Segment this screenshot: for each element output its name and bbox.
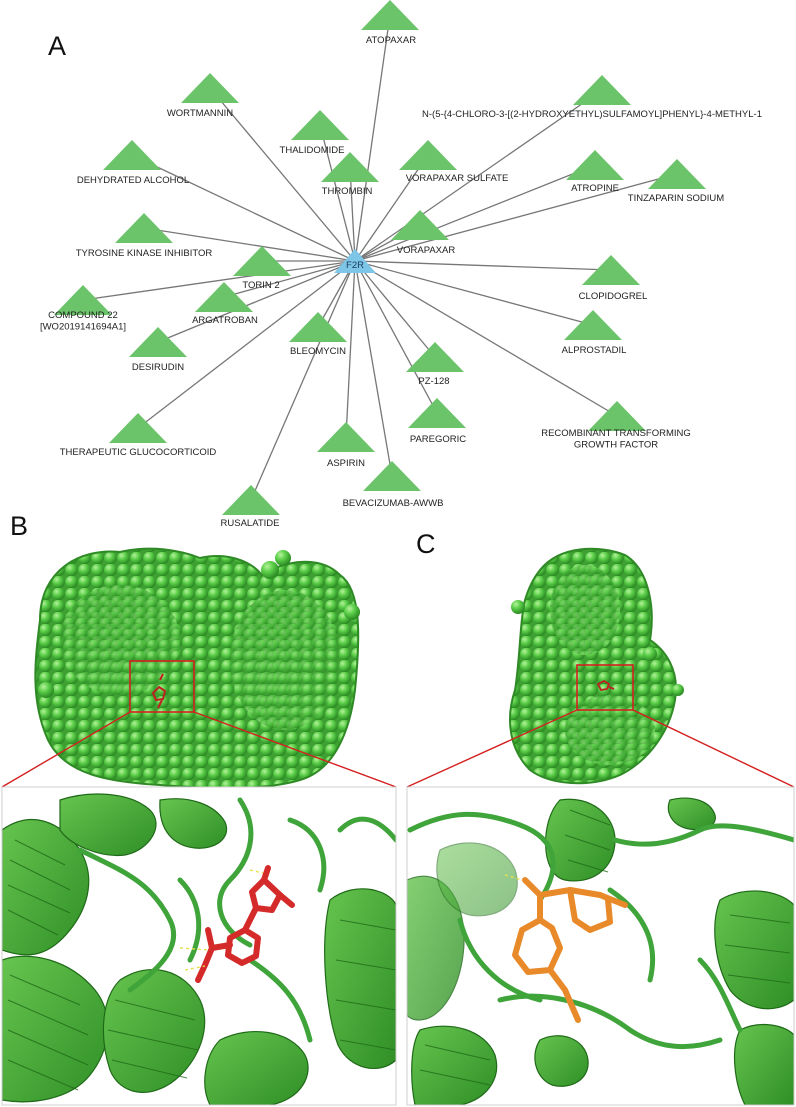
node-label-pz-128: PZ-128 bbox=[418, 376, 449, 387]
node-atopaxar[interactable]: ATOPAXAR bbox=[361, 0, 419, 46]
node-label-bleomycin: BLEOMYCIN bbox=[290, 346, 346, 357]
node-label-clopidogrel: CLOPIDOGREL bbox=[579, 291, 648, 302]
panel-c-protein-surface bbox=[510, 549, 684, 783]
node-label-therapeutic-glucocorticoid: THERAPEUTIC GLUCOCORTICOID bbox=[60, 447, 217, 458]
panel-c-binding-site bbox=[407, 787, 794, 1105]
panel-b-binding-site bbox=[2, 787, 396, 1105]
panel-c-letter: C bbox=[416, 529, 436, 559]
node-label-aspirin: ASPIRIN bbox=[327, 458, 365, 469]
node-triangle-vorapaxar-sulfate bbox=[399, 140, 457, 170]
panel-b-letter: B bbox=[10, 511, 28, 541]
node-label-compound-22: [WO2019141694A1] bbox=[40, 322, 126, 333]
node-compound-22[interactable]: COMPOUND 22[WO2019141694A1] bbox=[40, 285, 126, 333]
edge-f2r-pz-128 bbox=[355, 261, 435, 357]
node-thalidomide[interactable]: THALIDOMIDE bbox=[280, 110, 349, 156]
edge-f2r-paregoric bbox=[355, 261, 437, 413]
node-label-dehydrated-alcohol: DEHYDRATED ALCOHOL bbox=[77, 175, 189, 186]
node-triangle-paregoric bbox=[408, 398, 466, 428]
node-triangle-desirudin bbox=[129, 327, 187, 357]
panel-a-letter: A bbox=[48, 31, 66, 61]
panel-b-protein-surface bbox=[35, 549, 360, 788]
node-dehydrated-alcohol[interactable]: DEHYDRATED ALCOHOL bbox=[77, 140, 189, 186]
node-label-alprostadil: ALPROSTADIL bbox=[562, 345, 627, 356]
node-triangle-rusalatide bbox=[222, 485, 280, 515]
node-pz-128[interactable]: PZ-128 bbox=[406, 342, 464, 387]
node-bleomycin[interactable]: BLEOMYCIN bbox=[289, 312, 347, 357]
node-vorapaxar-sulfate[interactable]: VORAPAXAR SULFATE bbox=[399, 140, 508, 184]
node-torin-2[interactable]: TORIN 2 bbox=[233, 246, 291, 291]
node-vorapaxar[interactable]: VORAPAXAR bbox=[391, 210, 455, 256]
node-label-wortmannin: WORTMANNIN bbox=[167, 108, 233, 119]
node-triangle-wortmannin bbox=[181, 73, 239, 103]
node-label-vorapaxar: VORAPAXAR bbox=[397, 245, 456, 256]
edge-f2r-atopaxar bbox=[355, 15, 390, 261]
node-label-tinzaparin-sodium: TINZAPARIN SODIUM bbox=[628, 193, 724, 204]
node-triangle-bleomycin bbox=[289, 312, 347, 342]
node-triangle-recombinant-tgf bbox=[588, 401, 646, 431]
node-triangle-dehydrated-alcohol bbox=[103, 140, 161, 170]
edge-f2r-clopidogrel bbox=[355, 261, 611, 270]
node-label-paregoric: PAREGORIC bbox=[410, 434, 466, 445]
node-label-recombinant-tgf: RECOMBINANT TRANSFORMING bbox=[541, 428, 691, 439]
node-label-atopaxar: ATOPAXAR bbox=[366, 35, 416, 46]
node-triangle-thalidomide bbox=[291, 110, 349, 140]
node-triangle-n-5-chloro bbox=[573, 75, 631, 105]
node-triangle-atropine bbox=[566, 150, 624, 180]
node-aspirin[interactable]: ASPIRIN bbox=[317, 422, 375, 469]
node-tinzaparin-sodium[interactable]: TINZAPARIN SODIUM bbox=[628, 159, 724, 204]
hub-label: F2R bbox=[346, 260, 364, 271]
edge-f2r-aspirin bbox=[346, 261, 355, 437]
node-atropine[interactable]: ATROPINE bbox=[566, 150, 624, 194]
node-wortmannin[interactable]: WORTMANNIN bbox=[167, 73, 239, 119]
edge-f2r-alprostadil bbox=[355, 261, 593, 325]
node-triangle-atopaxar bbox=[361, 0, 419, 30]
node-label-thalidomide: THALIDOMIDE bbox=[280, 145, 345, 156]
node-label-recombinant-tgf: GROWTH FACTOR bbox=[574, 440, 658, 451]
node-label-desirudin: DESIRUDIN bbox=[132, 362, 184, 373]
node-triangle-clopidogrel bbox=[582, 255, 640, 285]
node-label-bevacizumab-awwb: BEVACIZUMAB-AWWB bbox=[343, 498, 444, 509]
node-n-5-chloro[interactable]: N-(5-{4-CHLORO-3-[(2-HYDROXYETHYL)SULFAM… bbox=[422, 75, 762, 120]
node-label-rusalatide: RUSALATIDE bbox=[221, 518, 280, 529]
node-paregoric[interactable]: PAREGORIC bbox=[408, 398, 466, 445]
network-nodes: ATOPAXAR WORTMANNIN N-(5-{4-CHLORO-3-[(2-H… bbox=[40, 0, 762, 529]
node-label-argatroban: ARGATROBAN bbox=[192, 315, 258, 326]
node-label-n-5-chloro: N-(5-{4-CHLORO-3-[(2-HYDROXYETHYL)SULFAM… bbox=[422, 109, 762, 120]
edge-f2r-dehydrated-alcohol bbox=[132, 155, 355, 261]
node-clopidogrel[interactable]: CLOPIDOGREL bbox=[579, 255, 648, 302]
node-triangle-tinzaparin-sodium bbox=[648, 159, 706, 189]
node-rusalatide[interactable]: RUSALATIDE bbox=[221, 485, 280, 529]
node-triangle-therapeutic-glucocorticoid bbox=[109, 413, 167, 443]
node-alprostadil[interactable]: ALPROSTADIL bbox=[562, 310, 627, 356]
node-thrombin[interactable]: THROMBIN bbox=[321, 152, 379, 197]
node-triangle-tyrosine-kinase-inhibitor bbox=[115, 213, 173, 243]
node-label-compound-22: COMPOUND 22 bbox=[48, 310, 118, 321]
panel-c-zoom-line-right bbox=[633, 710, 794, 787]
node-therapeutic-glucocorticoid[interactable]: THERAPEUTIC GLUCOCORTICOID bbox=[60, 413, 217, 458]
node-triangle-aspirin bbox=[317, 422, 375, 452]
node-label-tyrosine-kinase-inhibitor: TYROSINE KINASE INHIBITOR bbox=[76, 248, 213, 259]
node-label-vorapaxar-sulfate: VORAPAXAR SULFATE bbox=[406, 173, 509, 184]
node-label-atropine: ATROPINE bbox=[571, 183, 619, 194]
node-triangle-bevacizumab-awwb bbox=[363, 461, 421, 491]
node-label-thrombin: THROMBIN bbox=[322, 186, 373, 197]
node-triangle-vorapaxar bbox=[391, 210, 449, 240]
node-label-torin-2: TORIN 2 bbox=[242, 280, 279, 291]
node-triangle-alprostadil bbox=[564, 310, 622, 340]
node-triangle-pz-128 bbox=[406, 342, 464, 372]
